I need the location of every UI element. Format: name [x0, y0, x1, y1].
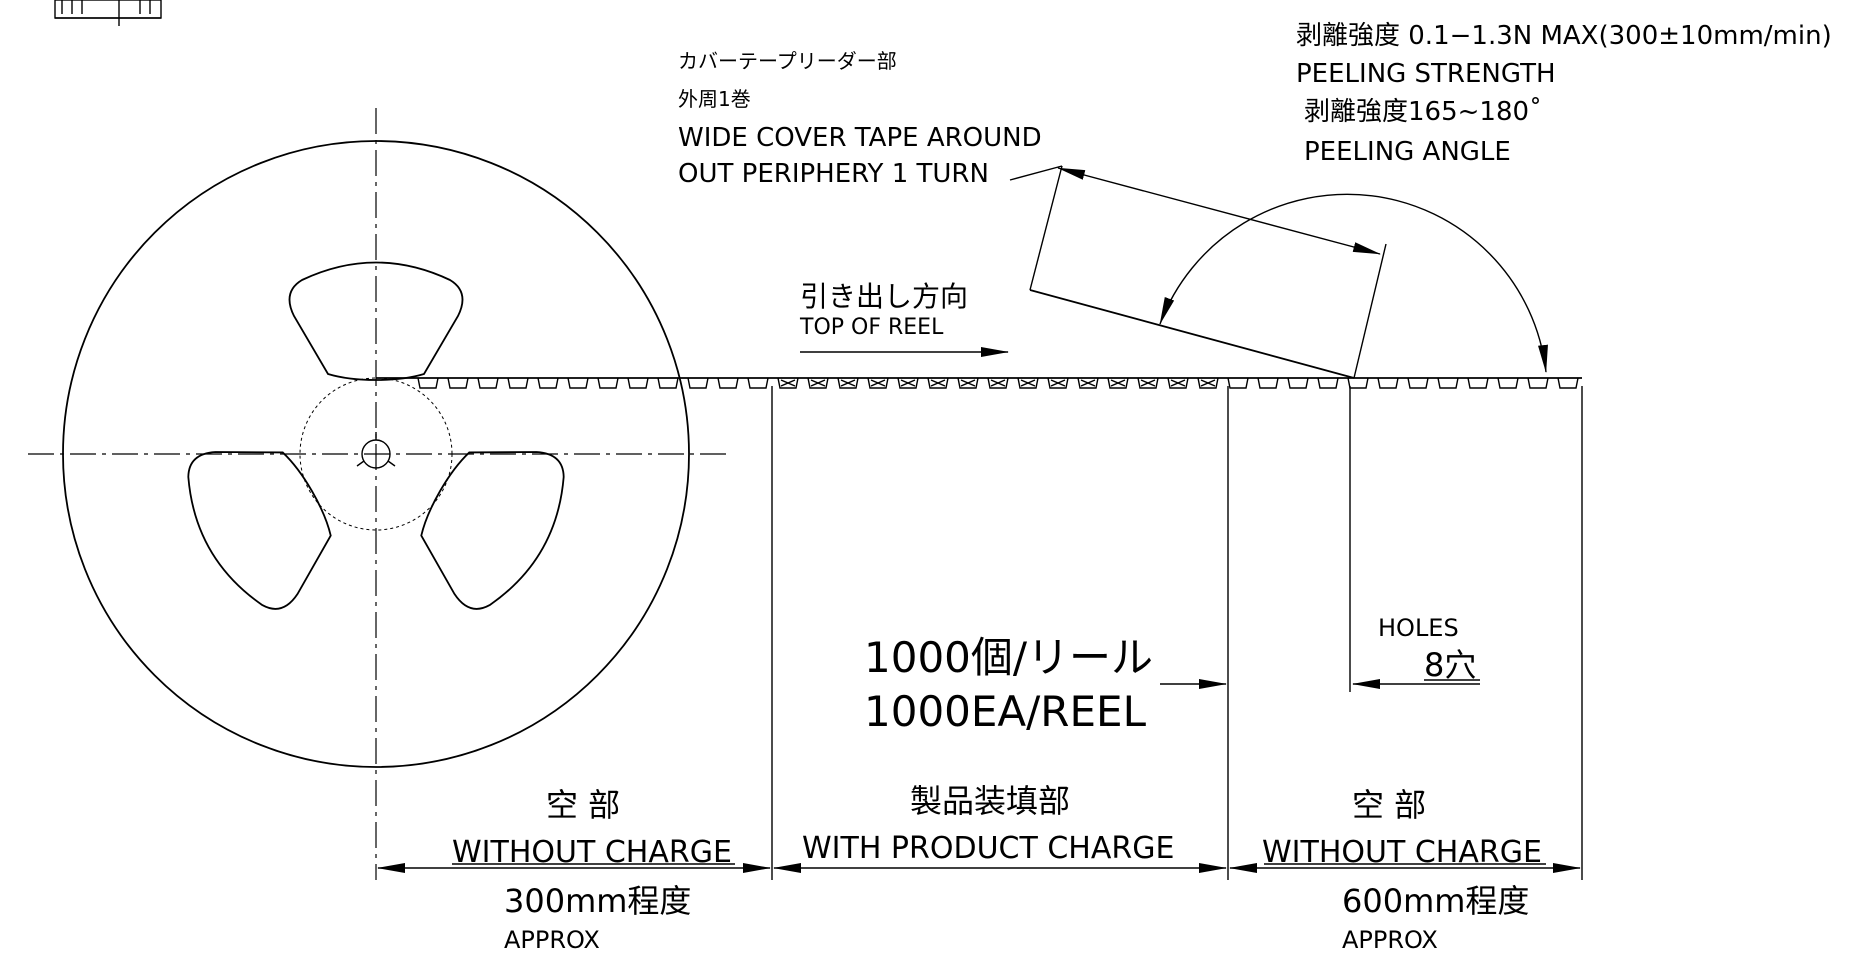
- tape-product-mark: [780, 379, 796, 387]
- cover-tape-leader-line: [1009, 165, 1063, 181]
- cover-tape-leader-jp2: 外周1巻: [678, 87, 751, 111]
- reel-window-left: [187, 451, 332, 610]
- holes-en: HOLES: [1378, 614, 1459, 642]
- reel: [28, 108, 726, 880]
- tape-product-mark: [1200, 379, 1216, 387]
- section-1-approx: APPROX: [504, 926, 600, 954]
- corner-detail-fragment: [54, 0, 162, 26]
- label-underlines: [452, 679, 1546, 865]
- tape-product-mark: [1020, 379, 1036, 387]
- section-1-jp: 空 部: [546, 786, 620, 824]
- peeling-angle-en: PEELING ANGLE: [1304, 137, 1511, 167]
- tape-product-mark: [810, 379, 826, 387]
- tape-product-mark: [990, 379, 1006, 387]
- section-3-length: 600mm程度: [1342, 882, 1529, 920]
- quantity-jp: 1000個/リール: [864, 633, 1153, 682]
- tape-product-mark: [1050, 379, 1066, 387]
- tape-product-mark: [900, 379, 916, 387]
- tape-product-mark: [930, 379, 946, 387]
- tape-product-mark: [1140, 379, 1156, 387]
- tape-product-mark: [1080, 379, 1096, 387]
- quantity-en: 1000EA/REEL: [864, 687, 1147, 736]
- reel-spindle-icon: [356, 432, 396, 469]
- direction-jp: 引き出し方向: [800, 280, 968, 313]
- section-1-length: 300mm程度: [504, 882, 691, 920]
- peeling-strength-en: PEELING STRENGTH: [1296, 59, 1556, 89]
- cover-tape-leader-en2: OUT PERIPHERY 1 TURN: [678, 159, 989, 189]
- direction-en: TOP OF REEL: [799, 315, 944, 340]
- cover-tape-leader-en1: WIDE COVER TAPE AROUND: [678, 123, 1042, 153]
- tape-product-mark: [1170, 379, 1186, 387]
- section-boundaries: [771, 386, 1583, 880]
- section-3-jp: 空 部: [1352, 786, 1426, 824]
- tape-product-mark: [840, 379, 856, 387]
- holes-jp: 8穴: [1424, 646, 1476, 684]
- reel-window-top: [288, 261, 464, 381]
- tape-product-mark: [960, 379, 976, 387]
- tape-product-mark: [1110, 379, 1126, 387]
- cover-tape-leader-jp: カバーテープリーダー部: [678, 49, 897, 73]
- carrier-tape: [376, 377, 1582, 389]
- section-2-en: WITH PRODUCT CHARGE: [802, 831, 1174, 866]
- peel-dimension: [1029, 165, 1387, 379]
- peeling-strength-jp: 剥離強度 0.1−1.3N MAX(300±10mm/min): [1296, 21, 1832, 51]
- section-2-jp: 製品装填部: [910, 782, 1070, 820]
- reel-window-right: [420, 451, 565, 610]
- cover-tape-peeled: [1029, 289, 1355, 379]
- section-3-en: WITHOUT CHARGE: [1262, 835, 1542, 870]
- tape-product-mark: [870, 379, 886, 387]
- peeling-angle-jp: 剥離強度165~180˚: [1304, 97, 1542, 127]
- peeling-angle-arc: [1159, 193, 1548, 373]
- section-1-en: WITHOUT CHARGE: [452, 835, 732, 870]
- section-3-approx: APPROX: [1342, 926, 1438, 954]
